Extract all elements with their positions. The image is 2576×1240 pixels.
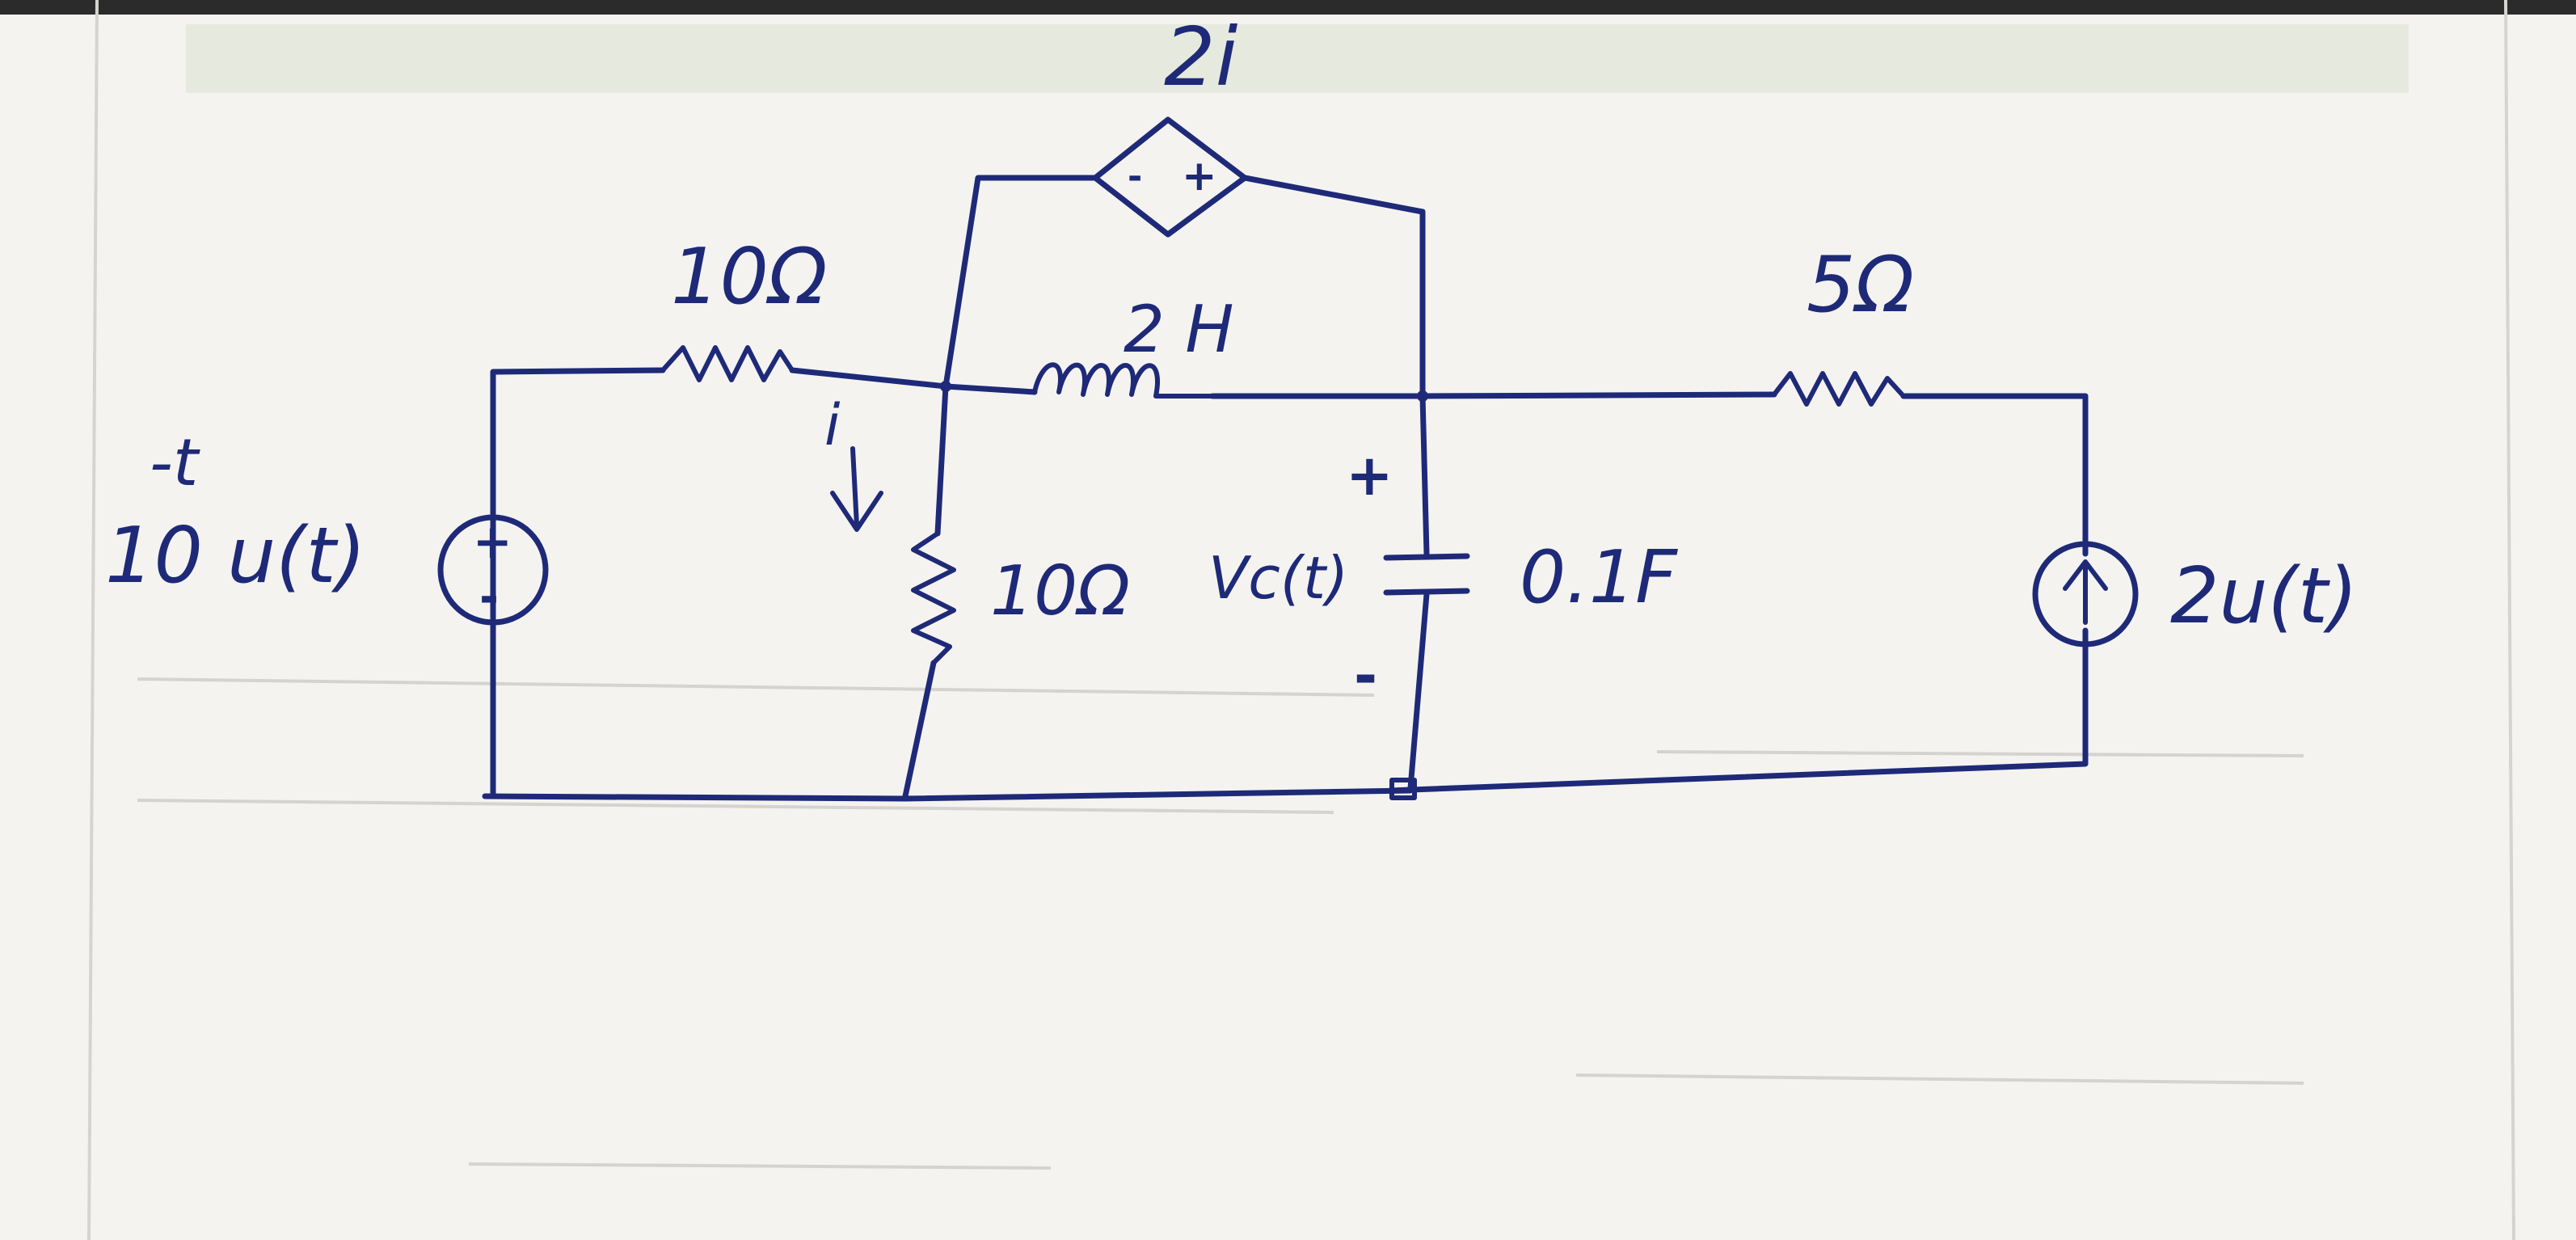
- cap-minus-sign: -: [1354, 643, 1377, 709]
- junction-nodes: [940, 381, 1428, 402]
- resistor-series: [660, 345, 795, 382]
- dependent-voltage-source: - +: [1092, 116, 1248, 238]
- resistor-right: [1772, 371, 1906, 407]
- inductor-label: 2 H: [1124, 292, 1233, 367]
- resistor-series-label: 10Ω: [671, 233, 827, 322]
- resistor-shunt: [911, 531, 956, 665]
- current-source: [2032, 541, 2139, 647]
- voltage-source: [437, 514, 549, 626]
- resistor-right-label: 5Ω: [1807, 241, 1914, 330]
- right-margin-line: [2504, 0, 2515, 1240]
- current-label: i: [824, 392, 841, 458]
- vsource-minus: -: [479, 569, 499, 624]
- left-margin-line: [87, 0, 99, 1240]
- bleed-through-band: [186, 24, 2409, 93]
- current-arrow: [830, 446, 883, 532]
- dep-source-plus: +: [1182, 152, 1217, 200]
- dep-source-label: 2i: [1164, 10, 1238, 104]
- capacitor: [1383, 553, 1470, 596]
- vsource-exponent: -t: [150, 425, 200, 500]
- vsource-label: 10 u(t): [105, 512, 366, 601]
- capacitor-label: 0.1F: [1520, 535, 1678, 620]
- dep-source-minus: -: [1128, 156, 1142, 197]
- capacitor-voltage-label: Vc(t): [1208, 544, 1348, 612]
- bleed-through-marks: [137, 677, 2304, 1170]
- wires: [482, 175, 2089, 802]
- dark-strip: [0, 0, 2576, 15]
- resistor-shunt-label: 10Ω: [990, 551, 1130, 631]
- inductor: [1032, 362, 1215, 399]
- isource-label: 2u(t): [2170, 552, 2358, 641]
- cap-plus-sign: +: [1346, 442, 1393, 508]
- vsource-plus: +: [473, 514, 512, 569]
